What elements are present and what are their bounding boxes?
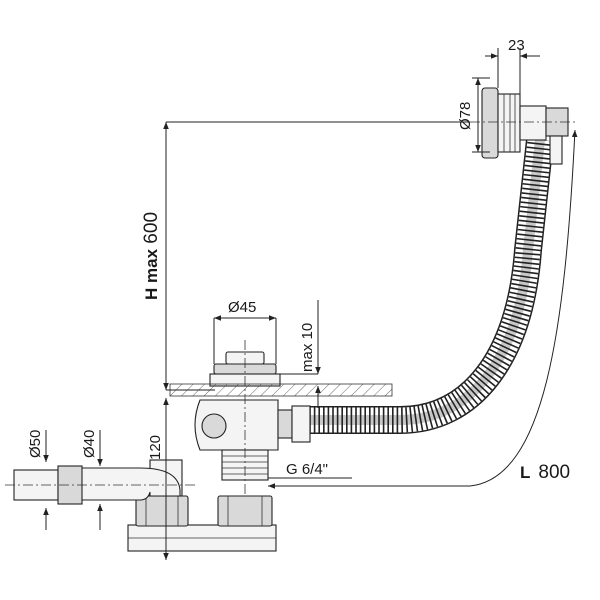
dimension-d50: Ø50 [27, 430, 49, 530]
flexible-hose [300, 138, 554, 434]
trap-nut-right [217, 495, 273, 527]
dimension-23: 23 [485, 37, 540, 94]
dimension-120-label: 120 [147, 435, 164, 460]
dimension-d45-label: Ø45 [228, 299, 256, 316]
dimension-h-label: H max 600 [141, 212, 162, 300]
dimension-d40-label: Ø40 [81, 430, 98, 458]
dimension-120: 120 [147, 398, 169, 560]
overflow-flange [519, 105, 547, 141]
dimension-max10-label: max 10 [299, 323, 316, 372]
overflow-cap [481, 87, 499, 159]
overflow-outlet [549, 135, 563, 165]
hose-nut [277, 409, 293, 439]
dimension-d50-label: Ø50 [27, 430, 44, 458]
trap-assembly [5, 450, 277, 560]
overflow-head [470, 87, 578, 165]
thread-label: G 6/4" [286, 461, 328, 478]
valve-knob [201, 413, 227, 439]
dimension-23-label: 23 [508, 37, 525, 54]
overflow-body [497, 93, 521, 153]
trap-nut-left [135, 495, 189, 527]
hose-connector [291, 405, 311, 443]
outlet-elbow [79, 467, 181, 501]
dimension-d78-label: Ø78 [457, 102, 474, 130]
dimension-thread: G 6/4" [268, 461, 352, 479]
dimension-h-max: H max 600 [141, 121, 470, 391]
dimension-d40: Ø40 [81, 430, 103, 530]
